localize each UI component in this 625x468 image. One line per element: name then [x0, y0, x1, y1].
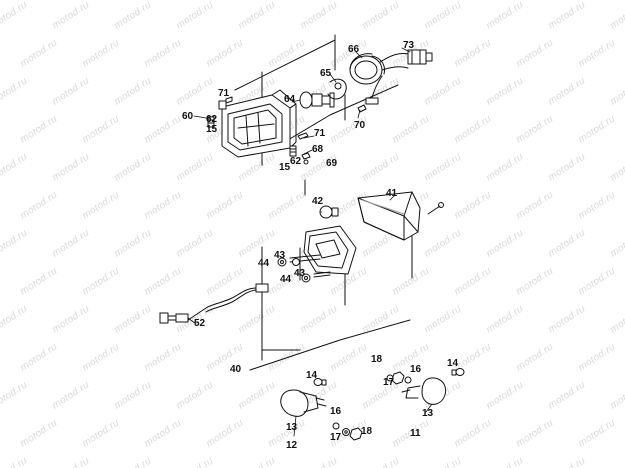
tail-lamp-housing: [303, 225, 357, 275]
callout-69: 69: [326, 158, 338, 169]
indicator-nut-18b: [349, 427, 363, 441]
bulb-retaining-spring: [327, 78, 347, 100]
callout-66: 66: [348, 44, 360, 55]
headlight-adjuster-screw-right: [289, 132, 311, 165]
callout-43: 43: [294, 268, 306, 279]
callout-17: 17: [383, 377, 395, 388]
callout-16: 16: [410, 364, 422, 375]
callout-11: 11: [410, 428, 421, 439]
callout-43: 43: [274, 250, 286, 261]
headlight-wiring-connector: [357, 49, 433, 113]
nut-44-upper: [277, 257, 287, 267]
callout-71: 71: [314, 128, 326, 139]
headlight-bulb: [299, 91, 335, 109]
callout-17: 17: [330, 432, 342, 443]
indicator-right-assembly: [401, 377, 447, 405]
callout-41: 41: [386, 188, 398, 199]
callout-40: 40: [230, 364, 242, 375]
nut-44-lower: [301, 273, 311, 283]
callout-68: 68: [312, 144, 324, 155]
indicator-washer-16b: [332, 422, 340, 430]
indicator-bulb-14a: [313, 378, 327, 386]
headlight-housing: [221, 89, 297, 158]
tail-lamp-cable: [159, 283, 269, 324]
callout-60: 60: [182, 111, 194, 122]
callout-15: 15: [279, 162, 291, 173]
indicator-nut-18a: [391, 371, 405, 385]
headlight-adjuster-screw-left: [207, 96, 233, 128]
callout-42: 42: [312, 196, 324, 207]
callout-15: 15: [206, 124, 218, 135]
callout-18: 18: [361, 426, 373, 437]
callout-70: 70: [354, 120, 366, 131]
callout-13: 13: [286, 422, 298, 433]
indicator-washer-16a: [404, 376, 412, 384]
tail-lamp-lens: [357, 191, 421, 241]
callout-65: 65: [320, 68, 332, 79]
assembly-guide-lines: [234, 34, 413, 371]
rubber-dust-cap: [349, 53, 385, 85]
callout-52: 52: [194, 318, 206, 329]
callout-14: 14: [447, 358, 459, 369]
callout-71: 71: [218, 88, 230, 99]
indicator-nut-17b: [342, 428, 350, 436]
lens-screw: [427, 202, 444, 215]
callout-16: 16: [330, 406, 342, 417]
callout-14: 14: [306, 370, 318, 381]
callout-73: 73: [403, 40, 415, 51]
washer-43-upper: [292, 258, 300, 266]
indicator-left-assembly: [280, 389, 327, 417]
callout-64: 64: [284, 94, 296, 105]
callout-44: 44: [280, 274, 292, 285]
mounting-stud-lower: [313, 271, 331, 278]
callout-leader-lines: [187, 47, 433, 437]
indicator-bulb-14b: [451, 368, 465, 376]
callout-18: 18: [371, 354, 383, 365]
callout-62: 62: [290, 156, 302, 167]
tail-lamp-bulb: [319, 205, 339, 219]
callout-labels: 60 71 15 62 64 65 66 73 70 71 68 62 15 6…: [182, 40, 459, 451]
callout-13: 13: [422, 408, 434, 419]
callout-44: 44: [258, 258, 270, 269]
callout-62: 62: [206, 114, 218, 125]
callout-12: 12: [286, 440, 298, 451]
